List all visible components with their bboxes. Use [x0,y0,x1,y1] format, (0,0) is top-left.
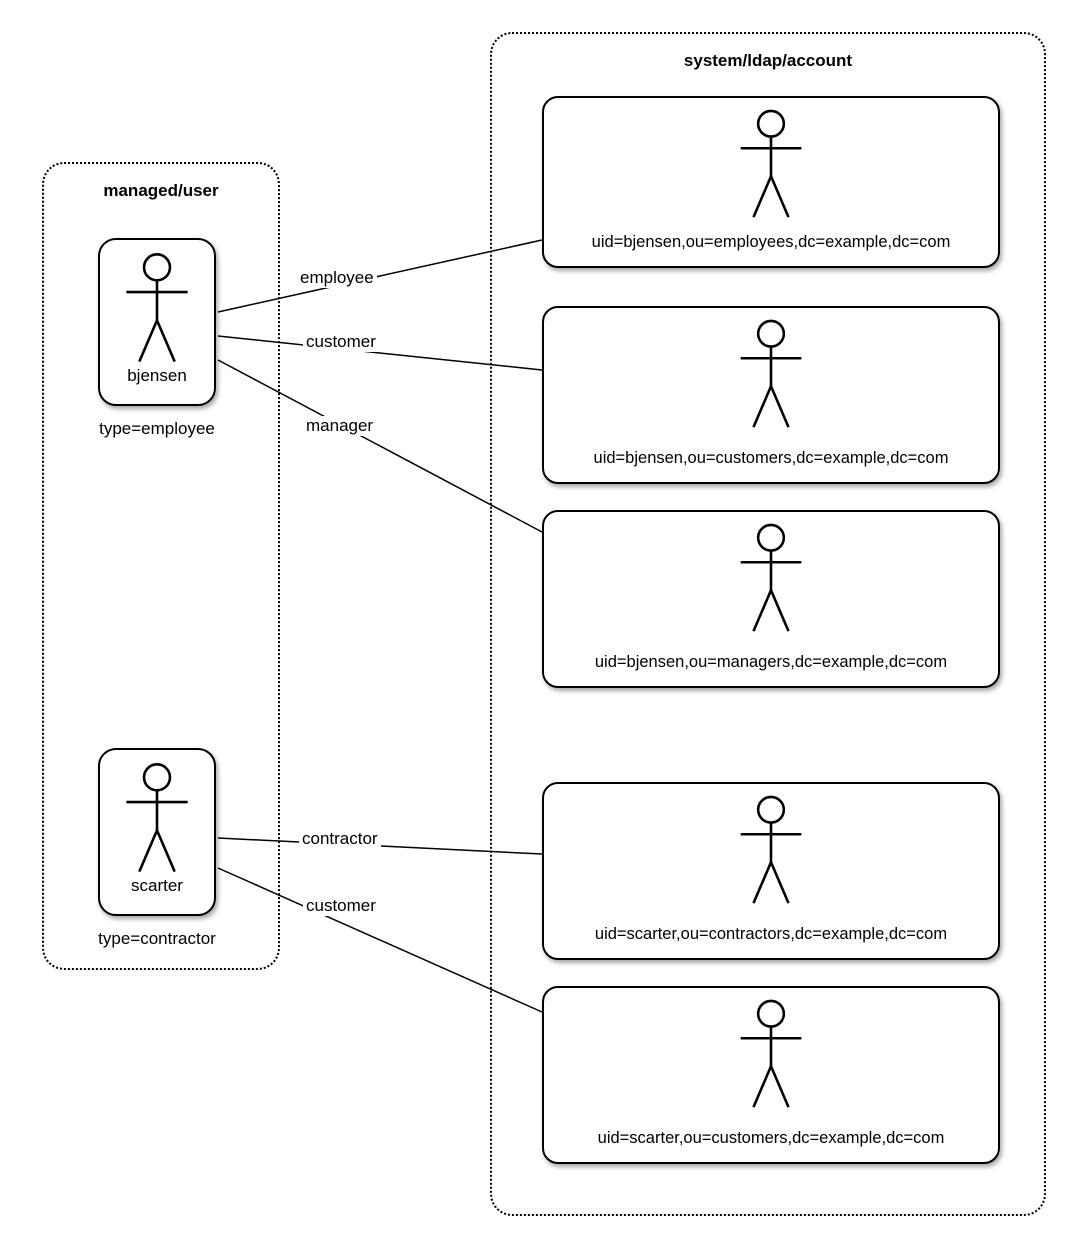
ldap-account-group: system/ldap/account [490,32,1046,1216]
account-dn: uid=scarter,ou=customers,dc=example,dc=c… [597,1129,945,1147]
managed-user-group: managed/user [42,162,280,970]
managed-user-group-title: managed/user [103,181,219,200]
account-dn: uid=bjensen,ou=employees,dc=example,dc=c… [591,233,951,251]
link-label-manager: manager [303,416,377,436]
link-label-contractor: contractor [299,829,381,849]
account-node-scarter-customers: uid=scarter,ou=customers,dc=example,dc=c… [542,986,1000,1164]
person-icon [125,253,189,363]
link-label-employee: employee [297,268,377,288]
user-name-bjensen: bjensen [127,366,187,385]
account-dn: uid=bjensen,ou=customers,dc=example,dc=c… [593,449,949,467]
person-icon [739,795,803,905]
person-icon [739,319,803,429]
account-node-bjensen-customers: uid=bjensen,ou=customers,dc=example,dc=c… [542,306,1000,484]
user-type-label-bjensen: type=employee [99,419,215,438]
user-type-label-scarter: type=contractor [98,929,216,948]
link-label-customer-scarter: customer [303,896,379,916]
ldap-account-group-title: system/ldap/account [683,51,853,70]
person-icon [739,999,803,1109]
user-node-bjensen: bjensen [98,238,216,406]
account-node-scarter-contractors: uid=scarter,ou=contractors,dc=example,dc… [542,782,1000,960]
person-icon [739,523,803,633]
user-node-scarter: scarter [98,748,216,916]
link-label-customer-bjensen: customer [303,332,379,352]
account-node-bjensen-employees: uid=bjensen,ou=employees,dc=example,dc=c… [542,96,1000,268]
account-node-bjensen-managers: uid=bjensen,ou=managers,dc=example,dc=co… [542,510,1000,688]
user-name-scarter: scarter [131,876,183,895]
person-icon [739,109,803,219]
account-dn: uid=bjensen,ou=managers,dc=example,dc=co… [594,653,948,671]
account-dn: uid=scarter,ou=contractors,dc=example,dc… [594,925,948,943]
person-icon [125,763,189,873]
